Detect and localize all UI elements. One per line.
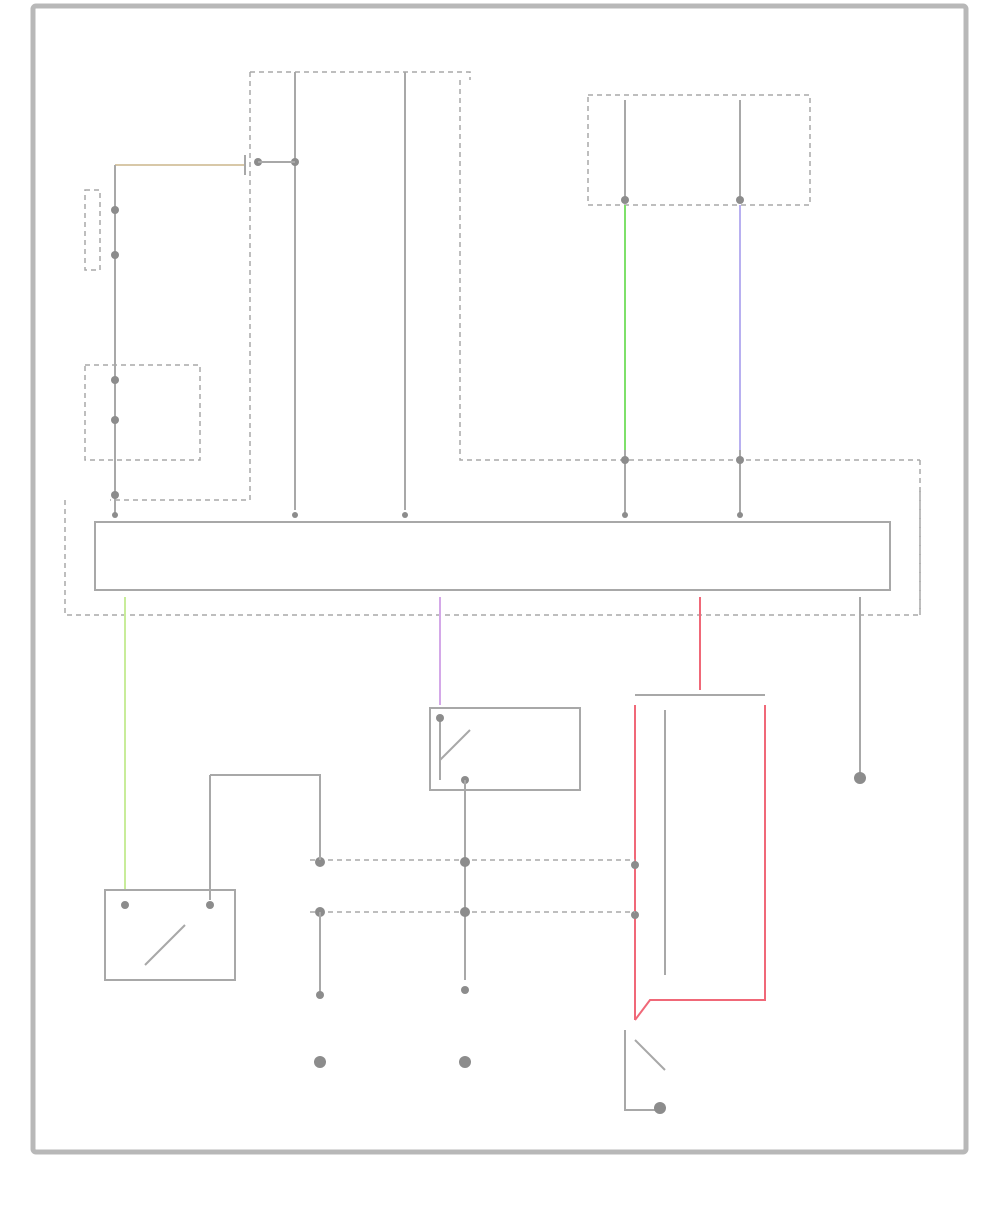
left-bottom-switch: [104, 774, 321, 981]
ground-symbol: [854, 772, 866, 784]
diagram-frame: [30, 3, 969, 1155]
ground-symbol: [314, 1056, 326, 1068]
right-red-loop: [631, 694, 766, 1021]
center-switch: [429, 707, 581, 980]
left-meter-circuit: [84, 155, 246, 515]
ground-symbol: [459, 1056, 471, 1068]
top-right-fuse-block: [587, 94, 811, 206]
ground-symbol: [654, 1102, 666, 1114]
control-module: [64, 490, 921, 616]
top-left-fuse-block: [110, 71, 920, 510]
